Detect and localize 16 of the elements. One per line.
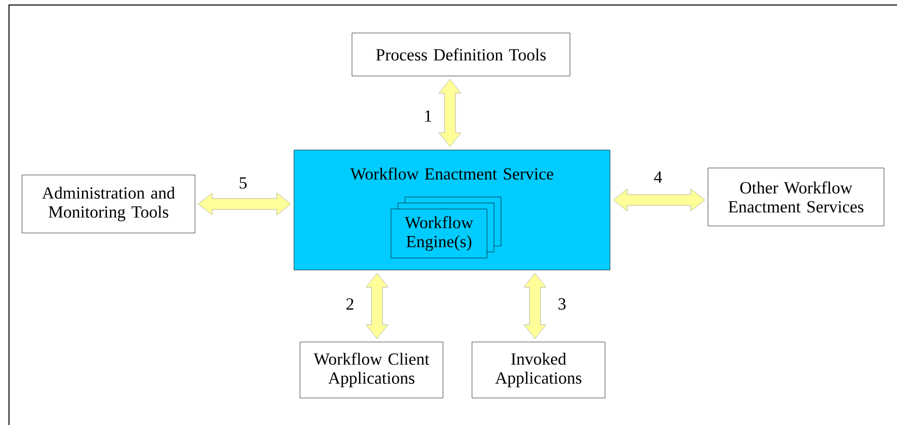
double-arrow [524,273,546,339]
edge-label: 4 [654,171,662,183]
edge-label: 5 [240,177,247,189]
edge-label: 2 [346,298,354,310]
double-arrow [438,79,462,147]
engine-stack: Workflow Engine(s) [390,196,502,258]
tool-box: Process Definition Tools [352,32,570,76]
edge-label: 1 [425,110,432,122]
application-box: Workflow Client Applications [300,342,444,398]
service-box: Other Workflow Enactment Services [708,168,884,226]
double-arrow [613,188,705,212]
edge-label: 3 [558,298,566,310]
tool-box: Administration and Monitoring Tools [22,174,196,234]
double-arrow [366,273,388,339]
double-arrow [198,192,291,216]
application-box: Invoked Applications [472,342,606,398]
